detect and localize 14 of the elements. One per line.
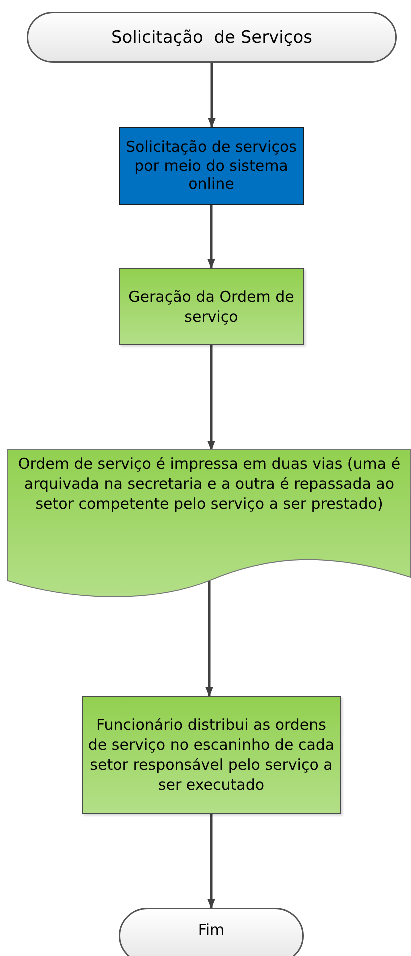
arrow <box>208 814 216 909</box>
node-text: Solicitação de serviços por meio do sistema online <box>125 138 298 194</box>
node-text: Fim <box>198 920 225 940</box>
process-box <box>119 268 304 345</box>
process-box <box>82 696 341 814</box>
node-text: Ordem de serviço é impressa em duas vias (uma é arquivada na secretaria e a outra é repassada ao setor competente pelo serviço a ser prestado) <box>17 454 402 514</box>
process-box <box>119 127 304 205</box>
node-text: Geração da Ordem de serviço <box>128 286 296 326</box>
node-text: Funcionário distribui as ordens de serviço no escaninho de cada setor responsável pelo serviço a ser executado <box>87 715 336 795</box>
arrow <box>206 580 214 697</box>
arrow <box>208 63 216 128</box>
arrow <box>208 205 216 269</box>
arrow <box>208 345 216 451</box>
node-text: Solicitação de Serviços <box>111 28 313 48</box>
